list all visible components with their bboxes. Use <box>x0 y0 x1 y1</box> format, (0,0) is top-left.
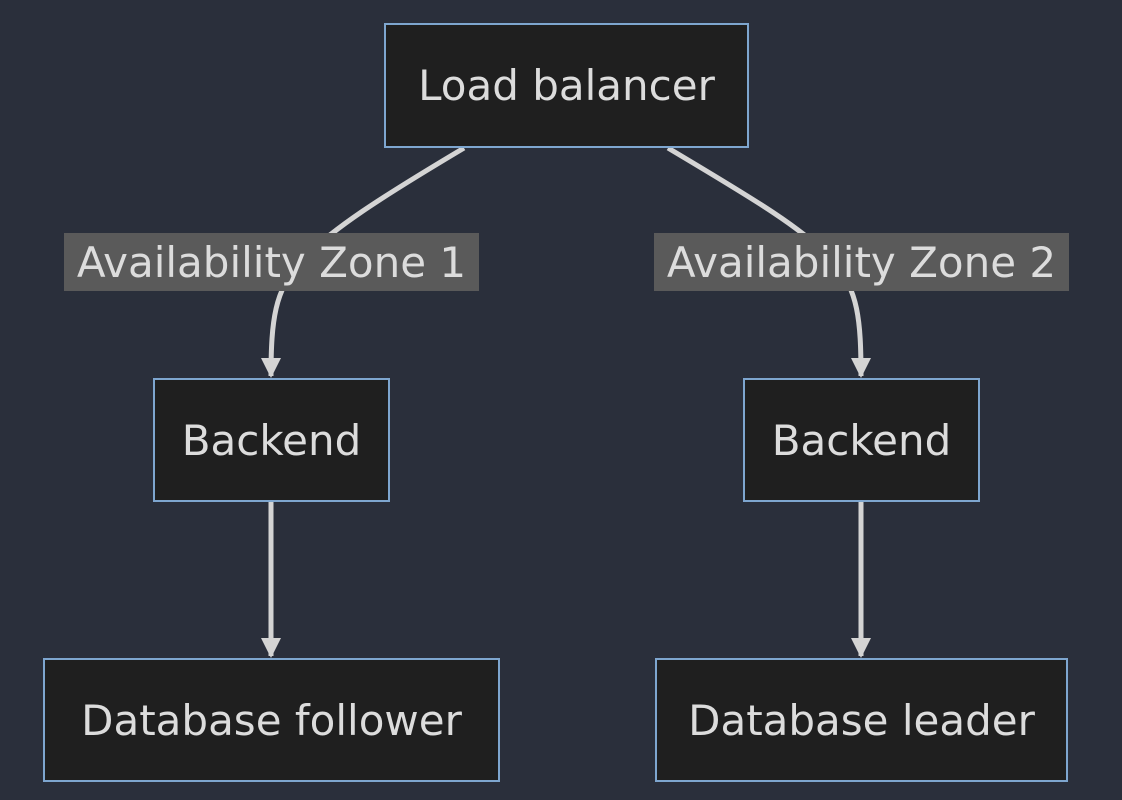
load-balancer-node: Load balancer <box>384 23 749 148</box>
backend-node-1: Backend <box>153 378 390 502</box>
edge-label-availability-zone-2: Availability Zone 2 <box>654 233 1069 291</box>
edge-label-availability-zone-1: Availability Zone 1 <box>64 233 479 291</box>
database-follower-node: Database follower <box>43 658 500 782</box>
backend-node-2: Backend <box>743 378 980 502</box>
database-leader-node: Database leader <box>655 658 1068 782</box>
